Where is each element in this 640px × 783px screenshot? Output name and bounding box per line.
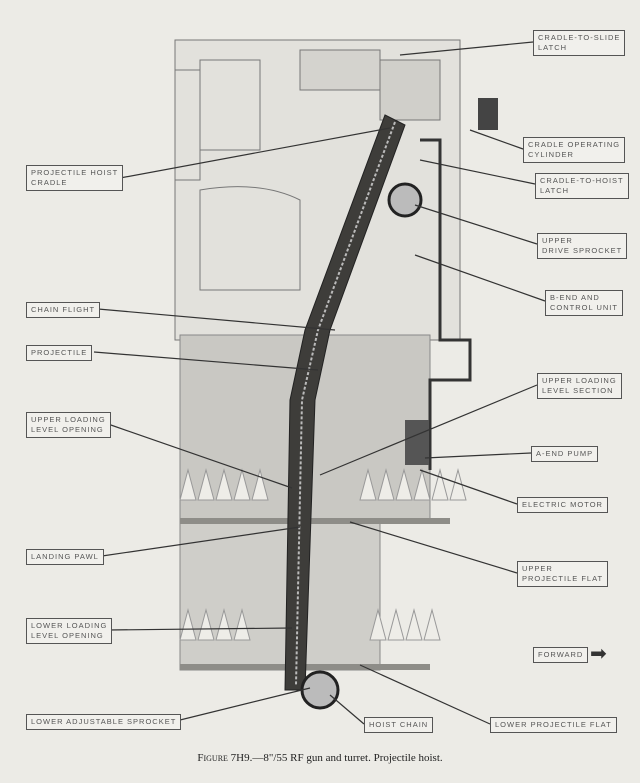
label-projectile: Projectile [26, 345, 93, 361]
label-b-end-control-unit: B-end and control unit [545, 290, 623, 316]
forward-arrow-icon: ➡ [590, 643, 607, 665]
label-upper-loading-level-section: Upper loading level section [537, 373, 622, 399]
label-hoist-chain: Hoist chain [364, 717, 434, 733]
label-projectile-hoist-cradle: Projectile hoist cradle [26, 165, 124, 191]
leader-lines [93, 41, 546, 725]
figure-caption: Figure 7H9.—8"/55 RF gun and turret. Pro… [0, 752, 640, 764]
piping [420, 138, 472, 470]
stowed-projectiles-upper [179, 468, 467, 501]
hoist-chain-path [295, 121, 396, 686]
cylinder-shape [478, 98, 498, 130]
figure-caption-text: —8"/55 RF gun and turret. Projectile hoi… [252, 752, 443, 764]
label-lower-adjustable-sprocket: Lower adjustable sprocket [26, 714, 182, 730]
label-a-end-pump: A-end pump [531, 446, 599, 462]
label-cradle-to-hoist-latch: Cradle-to-hoist latch [535, 173, 629, 199]
lower-handling-room [179, 519, 381, 671]
label-electric-motor: Electric motor [517, 497, 608, 513]
label-upper-projectile-flat: Upper projectile flat [517, 561, 609, 587]
label-cradle-operating-cylinder: Cradle operating cylinder [523, 137, 626, 163]
label-forward: Forward [533, 647, 589, 663]
label-landing-pawl: Landing pawl [26, 549, 104, 565]
upper-projectile-flat-floor [180, 518, 450, 524]
label-cradle-to-slide-latch: Cradle-to-slide latch [533, 30, 626, 56]
label-lower-loading-level-opening: Lower loading level opening [26, 618, 113, 644]
label-chain-flight: Chain flight [26, 302, 101, 318]
lower-adjustable-sprocket-shape [300, 670, 340, 710]
stowed-projectiles-lower [179, 608, 441, 641]
label-upper-loading-level-opening: Upper loading level opening [26, 412, 111, 438]
label-upper-drive-sprocket: Upper drive sprocket [537, 233, 628, 259]
figure-number: Figure 7H9. [197, 752, 253, 764]
upper-drive-sprocket-shape [387, 182, 423, 218]
label-lower-projectile-flat: Lower projectile flat [490, 717, 617, 733]
